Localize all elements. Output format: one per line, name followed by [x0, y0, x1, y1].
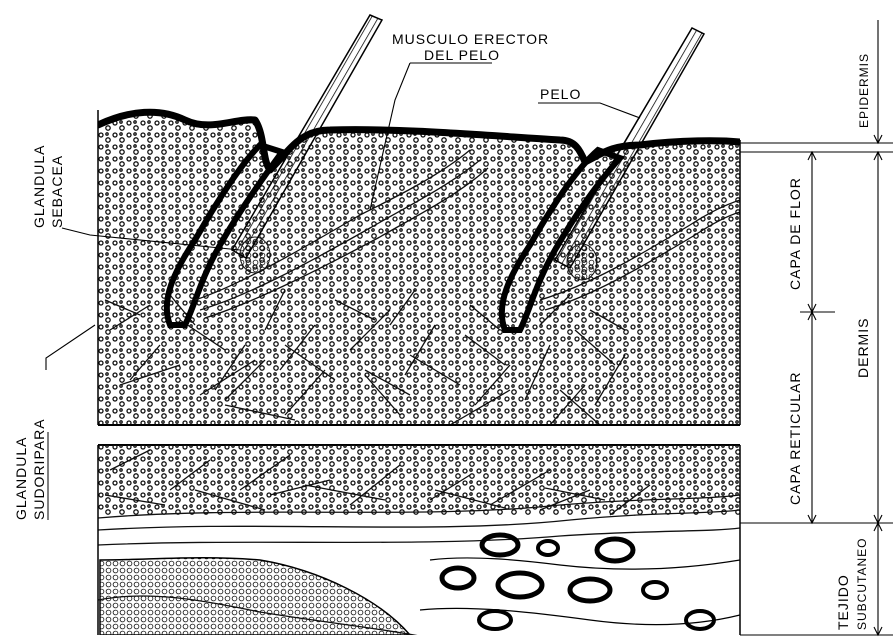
label-capa-de-flor: CAPA DE FLOR	[787, 177, 803, 290]
label-glandula-sebacea-1: GLANDULA	[31, 145, 47, 228]
label-capa-reticular: CAPA RETICULAR	[787, 371, 803, 505]
label-subcutaneo: SUBCUTANEO	[855, 538, 869, 630]
upper-tissue-block	[98, 112, 740, 445]
subcutaneous-vessels	[420, 535, 740, 629]
label-glandula-sudoripara-2: SUDORIPARA	[31, 418, 47, 520]
label-glandula-sudoripara-1: GLANDULA	[13, 437, 29, 520]
label-glandula-sebacea-2: SEBACEA	[49, 155, 65, 228]
label-epidermis: EPIDERMIS	[857, 53, 871, 128]
lower-tissue-block	[98, 445, 740, 638]
label-tejido: TEJIDO	[835, 574, 851, 630]
label-musculo-erector: MUSCULO ERECTOR	[392, 31, 549, 47]
label-dermis: DERMIS	[855, 318, 871, 378]
dermis-fill	[98, 112, 740, 425]
label-del-pelo: DEL PELO	[424, 47, 500, 63]
label-pelo: PELO	[540, 86, 581, 102]
